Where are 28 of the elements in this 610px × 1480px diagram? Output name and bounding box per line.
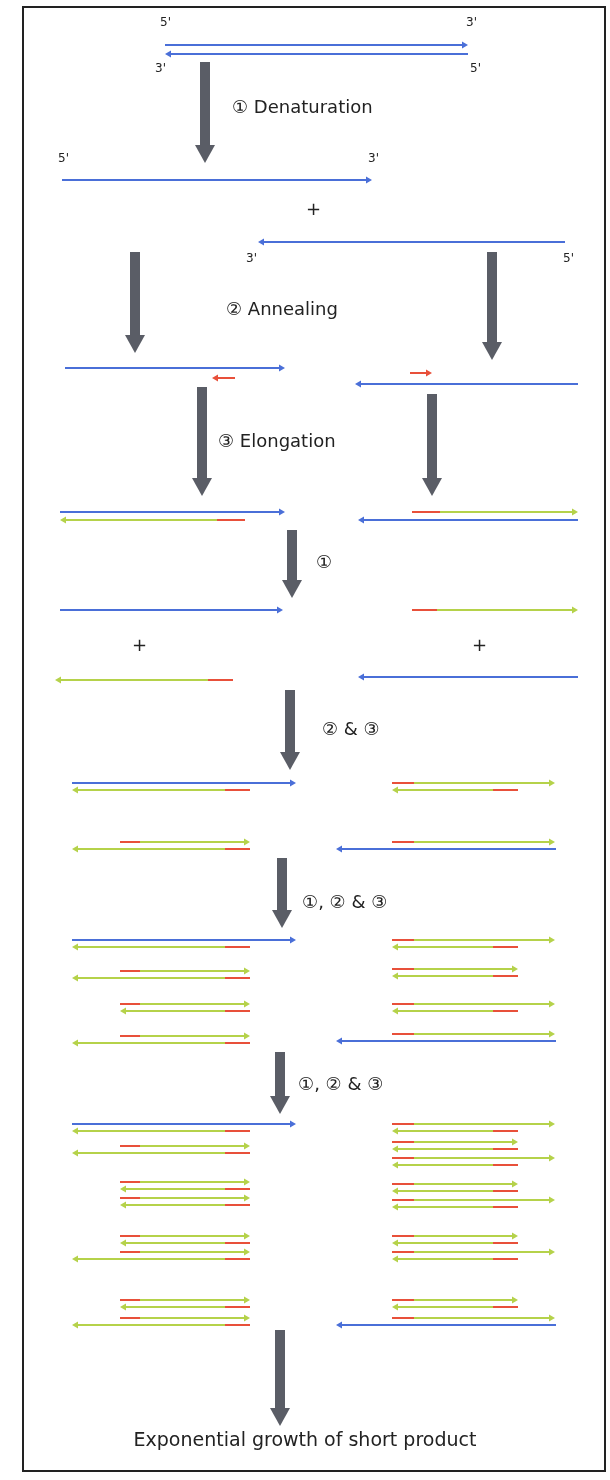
strand-end-label: 5'	[470, 62, 481, 74]
plus-sign: +	[306, 200, 322, 218]
step-arrow	[195, 62, 215, 163]
step-arrow	[270, 1052, 290, 1114]
step-arrow	[270, 1330, 290, 1426]
step-label: ①, ② & ③	[298, 1075, 384, 1093]
step-arrow	[272, 858, 292, 928]
step-arrow	[282, 530, 302, 598]
strand-end-label: 5'	[160, 16, 171, 28]
strand-end-label: 3'	[368, 152, 379, 164]
strand-end-label: 3'	[155, 62, 166, 74]
plus-sign: +	[132, 636, 148, 654]
step-arrow	[280, 690, 300, 770]
step-label: ①	[316, 553, 333, 571]
strand-end-label: 5'	[563, 252, 574, 264]
plus-sign: +	[472, 636, 488, 654]
step-label: ① Denaturation	[232, 98, 373, 116]
step-label: ③ Elongation	[218, 432, 336, 450]
step-arrow	[482, 252, 502, 360]
step-arrow	[422, 394, 442, 496]
step-arrow	[125, 252, 145, 353]
step-label: ② Annealing	[226, 300, 338, 318]
strand-end-label: 3'	[466, 16, 477, 28]
step-arrow	[192, 387, 212, 496]
strand-end-label: 5'	[58, 152, 69, 164]
step-label: ①, ② & ③	[302, 893, 388, 911]
result-text: Exponential growth of short product	[40, 1428, 570, 1458]
step-label: ② & ③	[322, 720, 380, 738]
